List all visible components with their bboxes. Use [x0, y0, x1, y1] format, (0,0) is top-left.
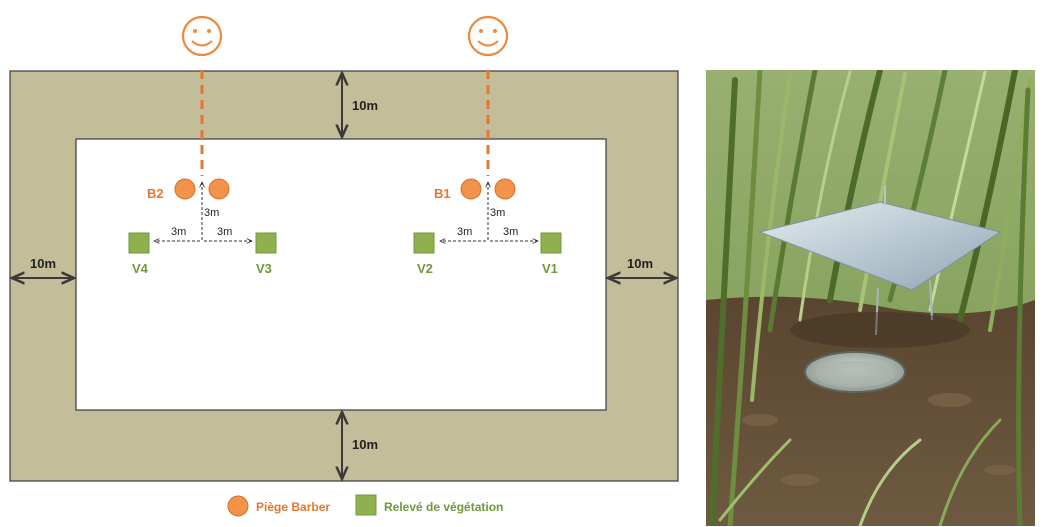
pitfall-trap	[208, 178, 230, 200]
legend-vegetation-label: Relevé de végétation	[384, 500, 503, 514]
right-margin-label: 10m	[627, 256, 653, 271]
trap-label: B2	[147, 186, 164, 201]
top-margin-label: 10m	[352, 98, 378, 113]
field-photo	[706, 70, 1035, 526]
legend: Piège Barber Relevé de végétation	[227, 494, 503, 517]
dist-label-right: 3m	[503, 226, 518, 238]
legend-vegetation-swatch	[355, 494, 377, 516]
pitfall-trap	[460, 178, 482, 200]
dist-label-left: 3m	[457, 226, 472, 238]
veg-label: V2	[417, 261, 433, 276]
inner-field	[75, 138, 607, 411]
veg-label: V1	[542, 261, 558, 276]
sampling-group-b2: B2 3m 3m 3m V4 V3	[128, 15, 277, 276]
pitfall-trap	[174, 178, 196, 200]
dist-label-down: 3m	[490, 207, 505, 219]
vegetation-plot	[540, 232, 562, 254]
legend-trap-swatch	[227, 495, 249, 517]
vegetation-plot	[255, 232, 277, 254]
veg-label: V3	[256, 261, 272, 276]
trap-label: B1	[434, 186, 451, 201]
legend-trap-label: Piège Barber	[256, 500, 330, 514]
trap-rain-cover	[758, 201, 1002, 291]
vegetation-plot	[413, 232, 435, 254]
bottom-margin-label: 10m	[352, 437, 378, 452]
vegetation-plot	[128, 232, 150, 254]
veg-label: V4	[132, 261, 149, 276]
sampling-group-b1: B1 3m 3m 3m V2 V1	[413, 15, 562, 276]
dist-label-down: 3m	[204, 207, 219, 219]
smiley-face-icon	[181, 15, 223, 57]
pitfall-trap	[494, 178, 516, 200]
smiley-face-icon	[467, 15, 509, 57]
left-margin-label: 10m	[30, 256, 56, 271]
dist-label-left: 3m	[171, 226, 186, 238]
dist-label-right: 3m	[217, 226, 232, 238]
